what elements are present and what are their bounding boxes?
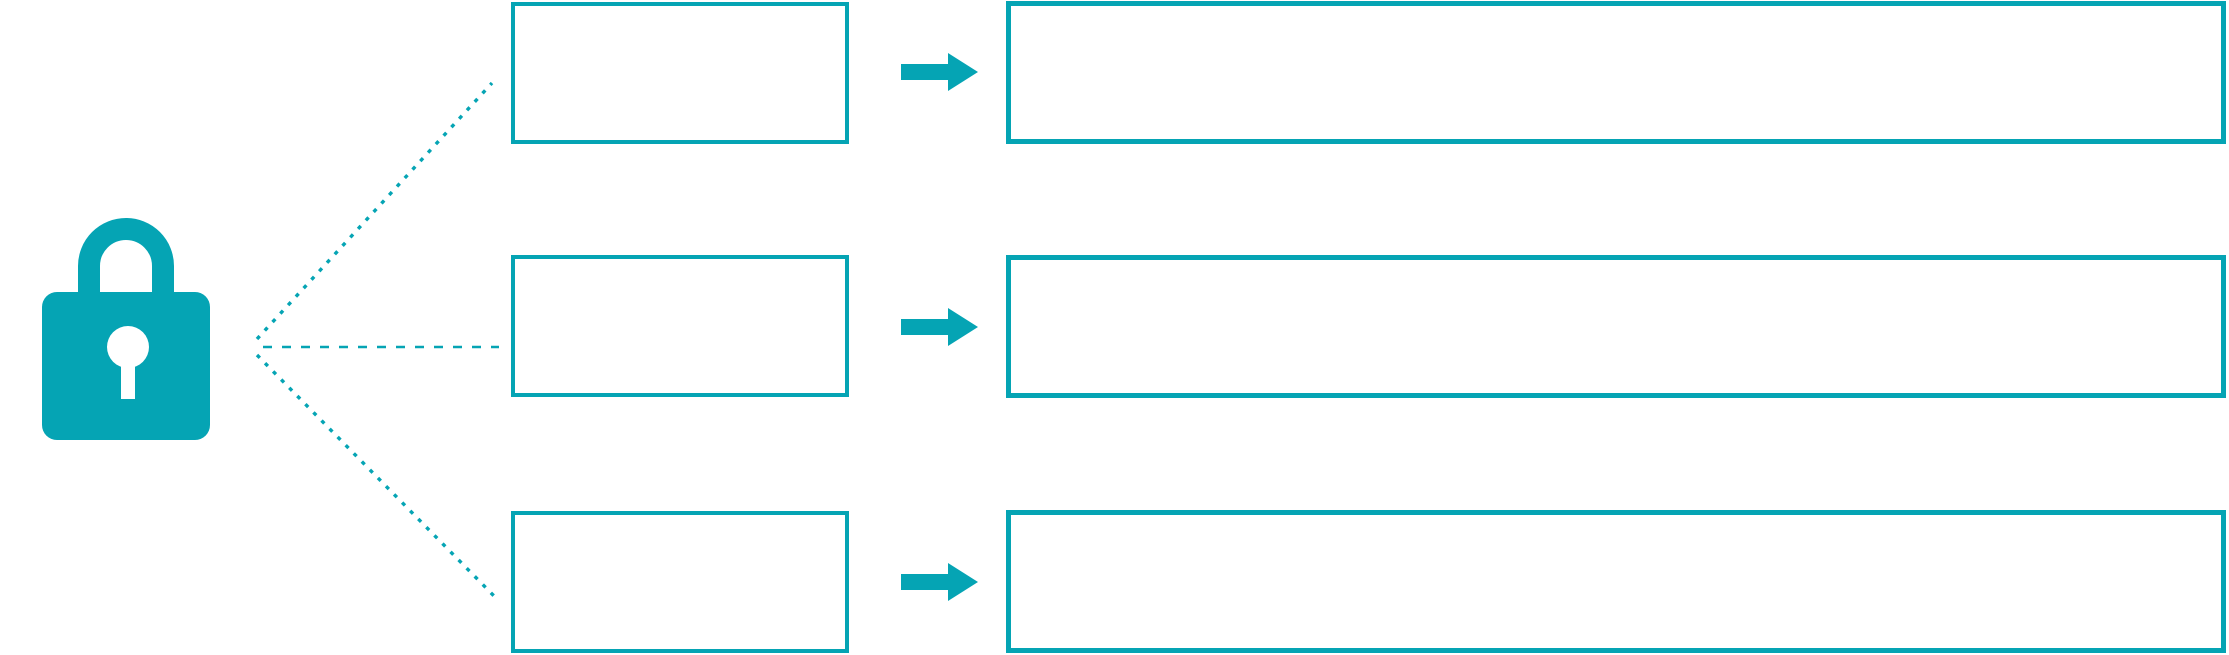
lock-icon [42,218,210,440]
right-arrow-icon [901,307,979,347]
detail-box-1 [1006,1,2226,144]
category-box-1 [511,2,849,144]
right-arrow-icon [901,52,979,92]
category-box-2 [511,255,849,397]
right-arrow-icon [901,562,979,602]
branch-line-bottom [255,353,497,599]
category-box-3 [511,511,849,653]
detail-box-2 [1006,255,2226,398]
detail-box-3 [1006,510,2226,653]
branch-line-top [255,81,494,341]
